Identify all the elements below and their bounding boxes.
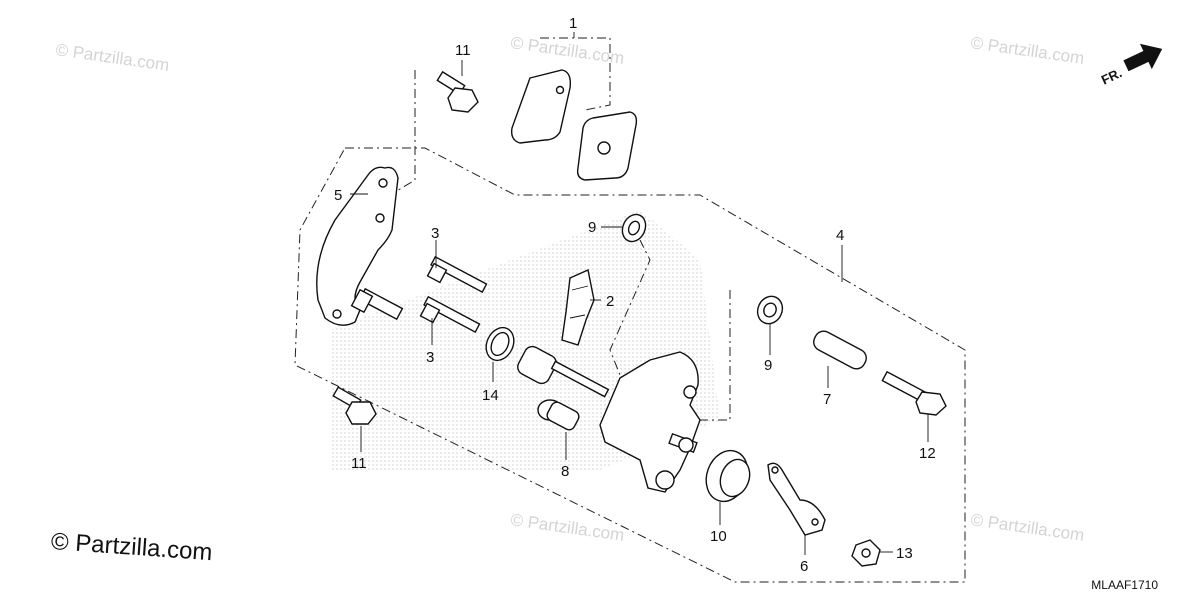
boot-right bbox=[756, 295, 784, 325]
leader-lines bbox=[350, 32, 929, 555]
watermark-3: © Partzilla.com bbox=[969, 33, 1085, 68]
callout-14: 14 bbox=[482, 387, 499, 404]
flange-bolt-right bbox=[881, 370, 947, 416]
retainer-plate bbox=[767, 462, 826, 536]
watermark-4: © Partzilla.com bbox=[509, 510, 625, 545]
brake-pad-set bbox=[510, 69, 638, 181]
callout-7: 7 bbox=[823, 391, 831, 408]
piston bbox=[705, 449, 751, 503]
callouts: 1 11 5 3 9 4 2 3 9 14 7 12 11 8 10 13 6 bbox=[334, 15, 936, 575]
callout-10: 10 bbox=[710, 528, 727, 545]
diagram-code: MLAAF1710 bbox=[1091, 578, 1158, 592]
callout-1: 1 bbox=[569, 15, 577, 32]
caliper-bracket bbox=[316, 166, 404, 326]
assembly-frame-4 bbox=[294, 147, 966, 583]
slide-pin-lower bbox=[419, 295, 481, 333]
callout-9-right: 9 bbox=[764, 357, 772, 374]
front-arrow-icon bbox=[1123, 43, 1163, 72]
callout-8: 8 bbox=[561, 463, 569, 480]
callout-3-lower: 3 bbox=[426, 349, 434, 366]
watermark-1: © Partzilla.com bbox=[54, 40, 170, 75]
callout-11-top: 11 bbox=[455, 42, 471, 59]
flange-bolt-lower bbox=[332, 386, 377, 425]
callout-4: 4 bbox=[836, 227, 844, 244]
callout-13: 13 bbox=[896, 545, 913, 562]
callout-9-upper: 9 bbox=[588, 219, 596, 236]
piston-seal-ring bbox=[485, 326, 515, 362]
callout-2: 2 bbox=[606, 293, 614, 310]
callout-12: 12 bbox=[919, 445, 936, 462]
callout-11-lower: 11 bbox=[351, 455, 367, 472]
pad-spring-clip bbox=[561, 269, 595, 346]
flange-bolt-top bbox=[436, 70, 479, 113]
bleeder-bolt bbox=[537, 399, 580, 431]
callout-5: 5 bbox=[334, 187, 342, 204]
callout-3-upper: 3 bbox=[431, 225, 439, 242]
front-direction-indicator: FR. bbox=[1099, 43, 1163, 88]
watermark-5: © Partzilla.com bbox=[969, 510, 1085, 545]
boot-upper bbox=[621, 213, 647, 243]
slide-pin-upper bbox=[426, 255, 488, 293]
flange-nut bbox=[851, 539, 881, 567]
callout-6: 6 bbox=[800, 558, 808, 575]
front-label: FR. bbox=[1099, 65, 1124, 87]
caliper-body bbox=[517, 345, 701, 493]
pin-sleeve bbox=[813, 330, 867, 370]
